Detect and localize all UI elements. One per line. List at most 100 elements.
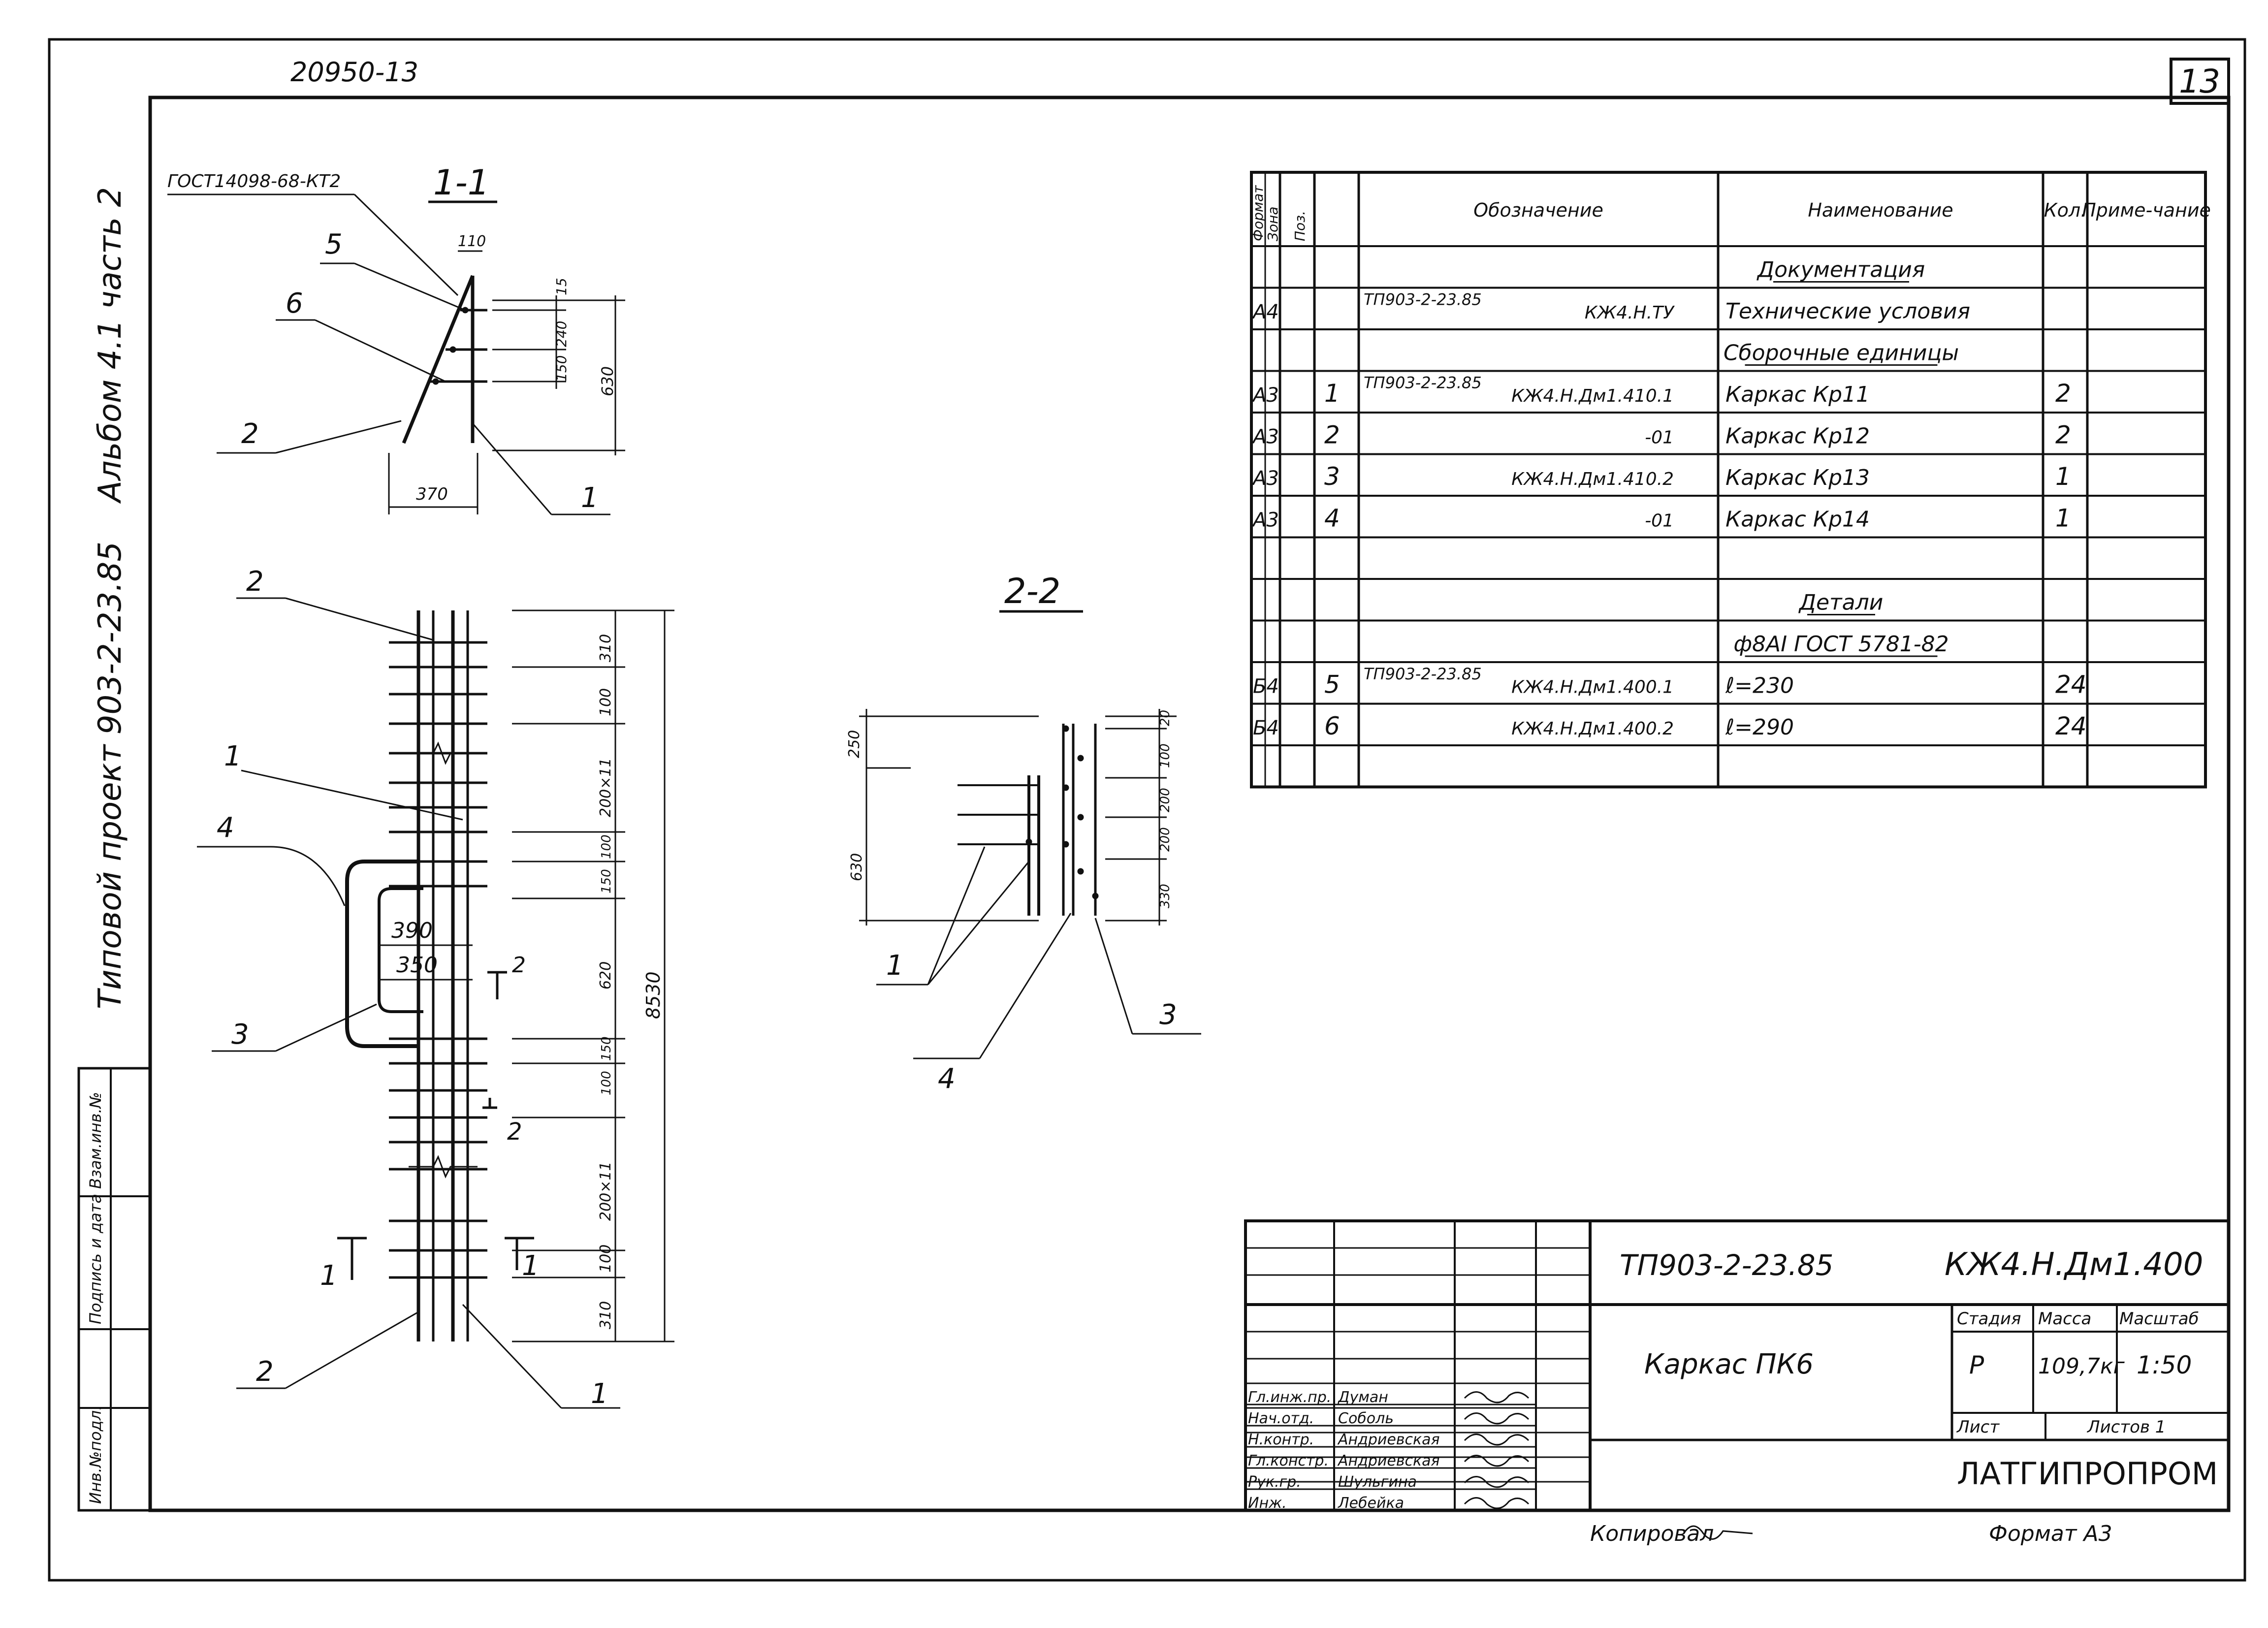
spec-row-name: Каркас Кр11 xyxy=(1725,382,1870,407)
tb-mass-label: Масса xyxy=(2038,1309,2091,1329)
section-2-2-title: 2-2 xyxy=(1004,571,1060,611)
spec-row-pos: 6 xyxy=(1324,712,1340,740)
tb-person-signature xyxy=(1464,1434,1530,1446)
dim-240: 240 xyxy=(553,321,570,347)
spec-row-name: Каркас Кр13 xyxy=(1725,465,1870,490)
tb-person-role: Н.контр. xyxy=(1248,1431,1314,1448)
elev-callout-2-bottom: 2 xyxy=(256,1356,274,1388)
dim-chain-6: 150 xyxy=(599,1036,614,1061)
spec-row-code1: ТП903-2-23.85 xyxy=(1364,374,1482,392)
dim-chain-7: 100 xyxy=(599,1071,614,1095)
spec-row-format: А3 xyxy=(1251,384,1279,407)
spec-row-format: А4 xyxy=(1251,301,1279,323)
spec-row-name: ℓ=290 xyxy=(1725,715,1794,740)
tb-person-signature xyxy=(1464,1455,1530,1467)
spec-row-name: Каркас Кр14 xyxy=(1725,507,1870,532)
tb-drawing-code: КЖ4.Н.Дм1.400 xyxy=(1945,1246,2203,1283)
spec-row-qty: 24 xyxy=(2055,712,2087,740)
spec-header-3: Обозначение xyxy=(1473,199,1603,221)
spec-row-qty: 1 xyxy=(2055,462,2071,491)
spec-row-format: Б4 xyxy=(1253,675,1279,698)
tb-person-role: Гл.инж.пр. xyxy=(1248,1389,1331,1406)
tb-sheets-label: Листов 1 xyxy=(2086,1417,2166,1437)
spec-row-pos: 3 xyxy=(1324,462,1340,491)
elev-callout-4: 4 xyxy=(217,812,234,844)
tb-person-signature xyxy=(1464,1391,1530,1404)
copier-signature xyxy=(1683,1525,1753,1540)
dim-110: 110 xyxy=(458,233,486,250)
spec-row-code2: КЖ4.Н.Дм1.400.2 xyxy=(1511,719,1674,739)
dim-370: 370 xyxy=(416,484,448,504)
spec-row-name: ℓ=230 xyxy=(1725,673,1794,699)
dim-chain-0: 310 xyxy=(597,634,614,662)
left-stamp: Взам.инв.№ Подпись и дата Инв.№подл. xyxy=(77,1067,152,1512)
spec-row-code2: КЖ4.Н.Дм1.410.2 xyxy=(1511,469,1674,489)
tb-person-name: Шульгина xyxy=(1338,1473,1417,1491)
spec-row-pos: 2 xyxy=(1324,421,1340,449)
stamp-signature-label: Подпись и дата xyxy=(86,1194,105,1324)
tb-person-role: Гл.констр. xyxy=(1248,1452,1329,1469)
spec-row-format: Б4 xyxy=(1253,717,1279,739)
spec-header-6: Приме-чание xyxy=(2082,199,2211,221)
tb-person-role: Рук.гр. xyxy=(1248,1473,1301,1491)
stamp-inventory-label: Инв.№подл. xyxy=(86,1405,105,1504)
tb-item-name: Каркас ПК6 xyxy=(1644,1348,1814,1380)
spec-row-pos: 1 xyxy=(1324,379,1340,408)
dim-chain-2: 200×11 xyxy=(597,758,614,817)
dim-2-2-200b: 200 xyxy=(1158,827,1173,852)
elev-callout-2-top: 2 xyxy=(246,566,264,598)
tb-stage-label: Стадия xyxy=(1957,1309,2021,1329)
footer-format: Формат А3 xyxy=(1989,1521,2112,1546)
spec-row-code2: КЖ4.Н.ТУ xyxy=(1585,303,1675,323)
tb-scale: 1:50 xyxy=(2137,1351,2192,1379)
spec-row-format: А3 xyxy=(1251,467,1279,490)
spec-row-code2: -01 xyxy=(1645,511,1674,531)
tb-person-role: Инж. xyxy=(1248,1495,1287,1512)
tb-person-name: Андриевская xyxy=(1337,1452,1440,1469)
dim-2-2-200a: 200 xyxy=(1158,788,1173,812)
s22-callout-4: 4 xyxy=(938,1063,956,1095)
elev-callout-3: 3 xyxy=(231,1019,249,1051)
spec-header-5: Кол. xyxy=(2044,199,2087,221)
dim-chain-1: 100 xyxy=(597,688,614,716)
s22-callout-1: 1 xyxy=(886,950,904,982)
dim-390: 390 xyxy=(391,918,433,943)
tb-person-role: Нач.отд. xyxy=(1248,1410,1314,1427)
tb-person-name: Соболь xyxy=(1338,1410,1394,1427)
spec-row-code1: ТП903-2-23.85 xyxy=(1364,290,1482,309)
tb-person-name: Думан xyxy=(1337,1389,1388,1406)
archive-number: 20950-13 xyxy=(290,57,418,88)
inner-frame xyxy=(148,96,2231,1512)
spec-row-name: Сборочные единицы xyxy=(1724,341,1959,366)
dim-2-2-100: 100 xyxy=(1158,743,1173,768)
tb-mass: 109,7кг xyxy=(2038,1354,2125,1379)
footer-copied: Копировал xyxy=(1590,1521,1714,1546)
spec-row-format: А3 xyxy=(1251,509,1279,532)
callout-5: 5 xyxy=(325,228,343,260)
tb-person-signature xyxy=(1464,1497,1530,1509)
tb-person-name: Андриевская xyxy=(1337,1431,1440,1448)
spec-header-1: Зона xyxy=(1265,206,1281,241)
spec-row-code2: КЖ4.Н.Дм1.410.1 xyxy=(1511,386,1674,406)
spec-row-qty: 1 xyxy=(2055,504,2071,533)
dim-total: 8530 xyxy=(642,971,664,1019)
tb-scale-label: Масштаб xyxy=(2119,1309,2199,1329)
section-1-1: 1-1 ГОСТ14098-68-КТ2 110 15 240 150 630 … xyxy=(167,162,625,515)
spec-row-code1: ТП903-2-23.85 xyxy=(1364,665,1482,683)
dim-chain-8: 200×11 xyxy=(597,1161,614,1221)
callout-2: 2 xyxy=(241,418,259,450)
callout-1: 1 xyxy=(581,482,599,514)
spec-row-name: ф8АI ГОСТ 5781-82 xyxy=(1733,632,1949,657)
elevation-view: 390 350 xyxy=(197,566,674,1410)
dim-2-2-330: 330 xyxy=(1158,884,1173,908)
tb-person-name: Лебейка xyxy=(1338,1495,1404,1512)
elev-callout-1-bottom: 1 xyxy=(591,1378,608,1410)
callout-6: 6 xyxy=(286,287,303,319)
spec-row-name: Каркас Кр12 xyxy=(1725,424,1870,449)
spec-row-pos: 4 xyxy=(1324,504,1340,533)
spec-row-pos: 5 xyxy=(1324,670,1340,699)
spec-row-code2: -01 xyxy=(1645,428,1674,448)
dim-15: 15 xyxy=(553,278,570,295)
spec-row-name: Детали xyxy=(1798,590,1884,615)
